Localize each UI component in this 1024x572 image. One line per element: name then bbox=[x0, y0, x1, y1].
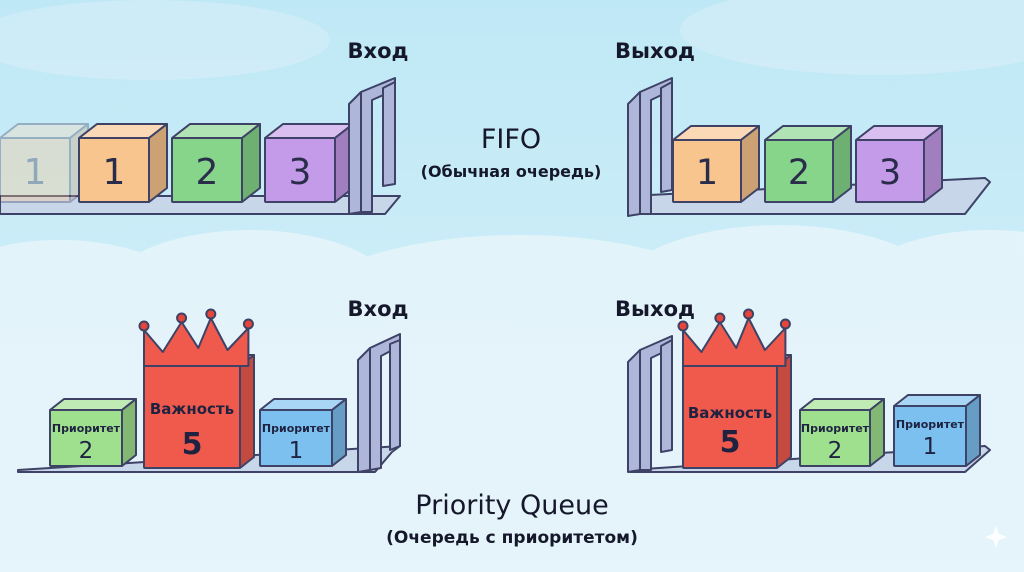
fifo-output-box-3: 3 bbox=[855, 125, 943, 203]
pq-input-box-1: Приоритет 2 bbox=[49, 398, 137, 467]
pq-output-box-2: Приоритет 2 bbox=[799, 398, 885, 467]
fifo-input-box-1-front bbox=[0, 137, 71, 203]
fifo-output-box-2: 2 bbox=[764, 125, 852, 203]
pq-input-box-1-value: 2 bbox=[79, 438, 94, 464]
pq-input-box-2-crown-jewel bbox=[242, 318, 254, 330]
fifo-exit-label: Выход bbox=[615, 39, 695, 63]
pq-input-box-2-crown-shape bbox=[143, 317, 250, 367]
pq-output-box-1-caption: Важность bbox=[688, 404, 772, 422]
fifo-input-box-1-top bbox=[0, 123, 89, 139]
pq-output-box-2-caption: Приоритет bbox=[801, 422, 870, 435]
pq-input-box-3-value: 1 bbox=[289, 438, 304, 464]
pq-output-box-1-value: 5 bbox=[720, 425, 741, 460]
fifo-output-box-1-side bbox=[740, 125, 760, 203]
pq-output-box-1: Важность 5 bbox=[677, 308, 792, 469]
fifo-entry-gate bbox=[348, 77, 396, 215]
pq-input-box-3-caption: Приоритет bbox=[262, 422, 331, 435]
pq-subtitle: (Очередь с приоритетом) bbox=[386, 528, 638, 548]
fifo-output-boxes: 1 2 3 bbox=[672, 125, 943, 203]
fifo-output-box-2-front bbox=[764, 139, 834, 203]
fifo-input-box-3: 2 bbox=[171, 123, 261, 203]
fifo-input-box-2: 1 bbox=[78, 123, 168, 203]
pq-exit-label: Выход bbox=[615, 297, 695, 321]
pq-input-box-2-crown bbox=[138, 308, 254, 367]
fifo-output-box-3-front bbox=[855, 139, 925, 203]
pq-input-box-2-side bbox=[239, 354, 255, 469]
pq-input-box-3-side bbox=[331, 398, 347, 467]
pq-entry-label: Вход bbox=[348, 297, 409, 321]
fifo-input-box-4-front bbox=[264, 137, 336, 203]
fifo-input-box-2-side bbox=[148, 123, 168, 203]
pq-title: Priority Queue bbox=[415, 490, 608, 521]
pq-input-boxes: Приоритет 2 Важность 5 Приоритет 1 bbox=[49, 308, 347, 469]
pq-input-box-1-caption: Приоритет bbox=[52, 422, 121, 435]
fifo-input-box-3-number: 2 bbox=[196, 152, 219, 193]
fifo-input-box-1: 1 bbox=[0, 123, 89, 203]
pq-output-box-1-crown bbox=[677, 308, 791, 367]
pq-output-box-3-caption: Приоритет bbox=[896, 418, 965, 431]
pq-input-box-2-caption: Важность bbox=[150, 400, 234, 418]
fifo-output-box-1-front bbox=[672, 139, 742, 203]
pq-input-section: Приоритет 2 Важность 5 Приоритет 1 Вход bbox=[17, 297, 409, 473]
pq-exit-gate bbox=[627, 335, 673, 473]
fifo-output-box-2-number: 2 bbox=[788, 153, 810, 193]
pq-output-box-1-crown-jewel bbox=[779, 318, 791, 330]
fifo-subtitle: (Обычная очередь) bbox=[421, 162, 602, 181]
sparkle-icon bbox=[985, 526, 1007, 548]
pq-output-box-2-side bbox=[869, 398, 885, 467]
pq-input-box-2-crown-jewel bbox=[176, 312, 188, 324]
fifo-output-box-1: 1 bbox=[672, 125, 760, 203]
fifo-input-box-1-number: 1 bbox=[24, 152, 47, 193]
fifo-input-section: 1 1 2 3 Вход bbox=[0, 39, 409, 215]
pq-output-box-1-crown-shape bbox=[682, 317, 787, 367]
pq-output-box-3-side bbox=[965, 394, 981, 467]
fifo-output-section: 1 2 3 Выход bbox=[615, 39, 991, 217]
fifo-input-box-4-number: 3 bbox=[289, 152, 312, 193]
fifo-output-box-1-number: 1 bbox=[696, 153, 718, 193]
pq-input-box-1-side bbox=[121, 398, 137, 467]
pq-input-box-3: Приоритет 1 bbox=[259, 398, 347, 467]
fifo-input-box-2-front bbox=[78, 137, 150, 203]
pq-output-box-2-value: 2 bbox=[828, 438, 843, 464]
fifo-input-box-3-front bbox=[171, 137, 243, 203]
fifo-exit-gate bbox=[627, 77, 673, 217]
fifo-entry-label: Вход bbox=[348, 39, 409, 63]
pq-input-box-2-crown-jewel bbox=[205, 308, 217, 320]
pq-output-box-2-front bbox=[799, 409, 871, 467]
fifo-output-box-3-side bbox=[923, 125, 943, 203]
pq-output-box-1-side bbox=[776, 354, 792, 469]
pq-output-box-3-front bbox=[893, 405, 967, 467]
fifo-input-box-4: 3 bbox=[264, 123, 354, 203]
fifo-title: FIFO bbox=[481, 124, 541, 155]
fifo-input-box-3-side bbox=[241, 123, 261, 203]
pq-output-box-1-crown-jewel bbox=[714, 312, 726, 324]
fifo-input-boxes: 1 1 2 3 bbox=[0, 123, 354, 203]
pq-input-box-2-crown-jewel bbox=[138, 320, 150, 332]
pq-input-box-1-front bbox=[49, 409, 123, 467]
pq-input-box-3-front bbox=[259, 409, 333, 467]
fifo-input-box-2-number: 1 bbox=[103, 152, 126, 193]
fifo-output-box-3-number: 3 bbox=[879, 153, 901, 193]
clouds-top bbox=[0, 0, 1024, 80]
pq-output-box-3-value: 1 bbox=[923, 434, 938, 460]
pq-entry-gate bbox=[357, 333, 401, 473]
pq-output-box-3: Приоритет 1 bbox=[893, 394, 981, 467]
pq-output-box-1-crown-jewel bbox=[677, 320, 689, 332]
pq-input-box-2-value: 5 bbox=[182, 427, 203, 462]
pq-output-boxes: Важность 5 Приоритет 2 Приоритет 1 bbox=[677, 308, 981, 469]
pq-output-section: Важность 5 Приоритет 2 Приоритет 1 Выход bbox=[615, 297, 991, 473]
pq-input-box-2: Важность 5 bbox=[138, 308, 255, 469]
pq-output-box-1-crown-jewel bbox=[743, 308, 755, 320]
fifo-output-box-2-side bbox=[832, 125, 852, 203]
